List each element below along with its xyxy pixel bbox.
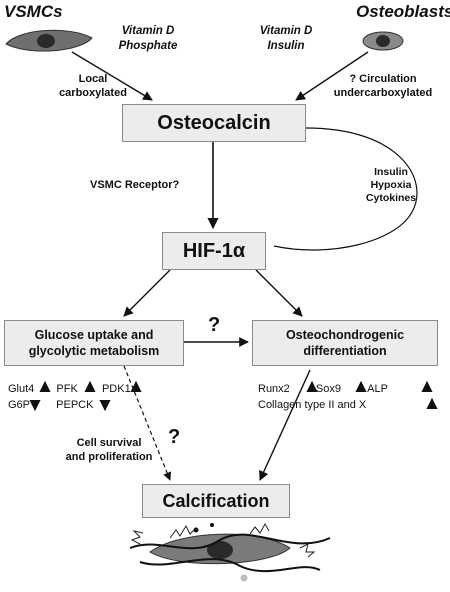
osteoblasts-title: Osteoblasts [356,2,450,21]
vsmc-receptor-label: VSMC Receptor? [90,179,180,191]
glucose-box: Glucose uptake and glycolytic metabolism [4,320,184,366]
circulation-label: ? Circulation undercarboxylated [333,73,433,99]
local-label: Local carboxylated [59,73,127,99]
marker-pdk1: PDK1 [101,383,131,395]
osteo-factor-vitamin-d: Vitamin D [259,25,313,37]
arrow-osteochondro-to-calcification [259,369,311,481]
marker-g6p: G6P [8,399,31,411]
marker-sox9: Sox9 [315,383,341,395]
vsmc-factor-phosphate: Phosphate [118,40,178,52]
arrow-osteoblast-to-osteocalcin [295,51,369,101]
marker-pfk: PFK [56,383,78,395]
marker-pepck: PEPCK [56,399,94,411]
marker-glut4: Glut4 [8,383,35,395]
osteocalcin-box: Osteocalcin [122,104,306,142]
marker-runx2: Runx2 [258,383,290,395]
arrow-hif-to-glucose [123,269,171,317]
hif-box: HIF-1α [162,232,266,270]
survival-label: Cell survival and proliferation [65,437,153,463]
question-mark: ? [208,314,221,336]
vsmc-factors: Vitamin D Phosphate [108,24,188,54]
osteo-factor-insulin: Insulin [267,40,305,52]
vsmcs-title: VSMCs [4,2,63,21]
vsmc-factor-vitamin-d: Vitamin D [121,25,175,37]
calcification-box: Calcification [142,484,290,518]
feedback-label: Insulin Hypoxia Cytokines [365,166,417,204]
feedback-curve [273,127,418,251]
arrow-hif-to-osteochondro [255,269,303,317]
glucose-markers-row2: G6P PEPCK [8,398,93,413]
glucose-markers-row1: Glut4 PFK PDK1 [8,382,131,397]
marker-alp: ALP [367,383,388,395]
osteo-markers-row2: Collagen type II and X [258,399,367,411]
osteoblast-factors: Vitamin D Insulin [246,24,326,54]
survival-question-mark: ? [168,426,181,448]
osteochondrogenic-box: Osteochondrogenic differentiation [252,320,438,366]
osteoblast-cell-icon [362,31,404,51]
vsmc-cell-icon [5,29,93,52]
calcified-cell-icon [129,522,331,582]
arrow-vsmc-to-osteocalcin [71,51,153,101]
osteo-markers-row1: Runx2 Sox9 ALP [258,382,388,397]
